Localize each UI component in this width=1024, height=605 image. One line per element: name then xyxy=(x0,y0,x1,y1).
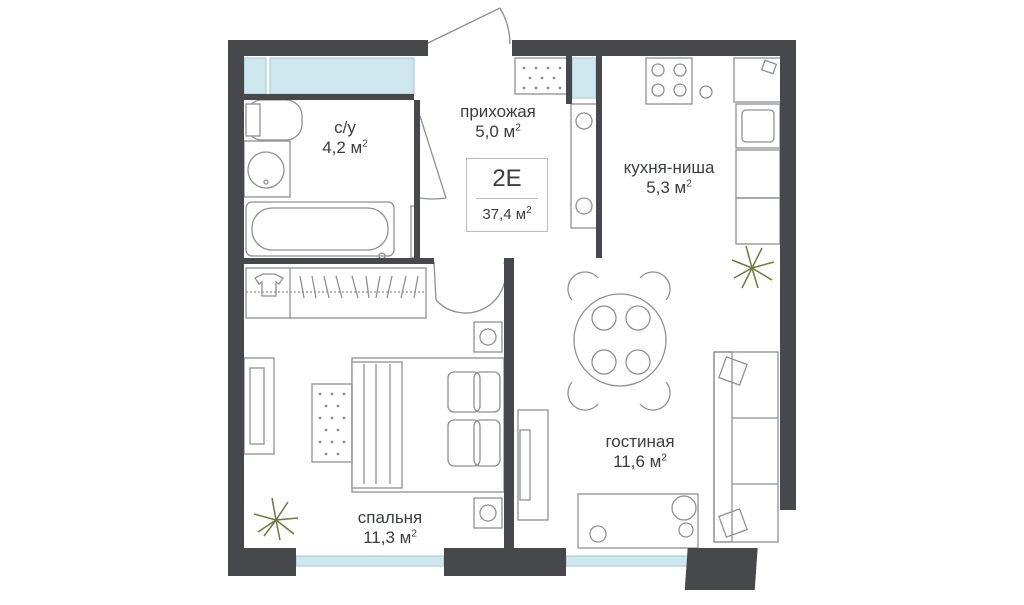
room-area: 4,2 м xyxy=(322,137,363,157)
room-area: 11,6 м xyxy=(613,451,662,471)
badge-divider xyxy=(476,198,538,199)
tv-stand xyxy=(517,409,549,521)
plant-icon xyxy=(253,497,299,541)
sofa xyxy=(713,351,779,543)
room-area: 5,0 м xyxy=(475,121,516,141)
bedroom-rug xyxy=(311,383,353,463)
room-name: гостиная xyxy=(605,432,675,451)
room-name: спальня xyxy=(357,508,423,527)
bedroom-door[interactable] xyxy=(433,261,507,314)
room-label-bathroom: с/у 4,2 м2 xyxy=(300,118,390,157)
walls xyxy=(228,40,796,590)
stove xyxy=(645,57,693,105)
room-name: прихожая xyxy=(460,102,536,121)
room-area: 11,3 м xyxy=(363,527,412,547)
room-area: 5,3 м xyxy=(646,177,687,197)
hallway-cabinet xyxy=(570,103,598,229)
room-name: кухня-ниша xyxy=(623,158,715,177)
entrance-door[interactable] xyxy=(425,7,511,45)
room-label-bedroom: спальня 11,3 м2 xyxy=(330,508,450,547)
apartment-badge: 2E 37,4 м2 xyxy=(466,158,548,232)
coffee-table xyxy=(577,493,699,549)
wardrobe xyxy=(245,267,427,319)
apartment-total-area: 37,4 м xyxy=(482,206,527,223)
desk xyxy=(243,357,275,455)
room-label-living: гостиная 11,6 м2 xyxy=(580,432,700,471)
room-name: с/у xyxy=(334,118,356,137)
dining-table xyxy=(573,293,667,387)
plant-icon xyxy=(731,245,775,289)
bathtub xyxy=(245,201,395,257)
apartment-code: 2E xyxy=(492,165,522,192)
room-label-kitchen: кухня-ниша 5,3 м2 xyxy=(604,158,734,197)
room-label-hallway: прихожая 5,0 м2 xyxy=(438,102,558,141)
bathroom-door[interactable] xyxy=(419,115,447,200)
